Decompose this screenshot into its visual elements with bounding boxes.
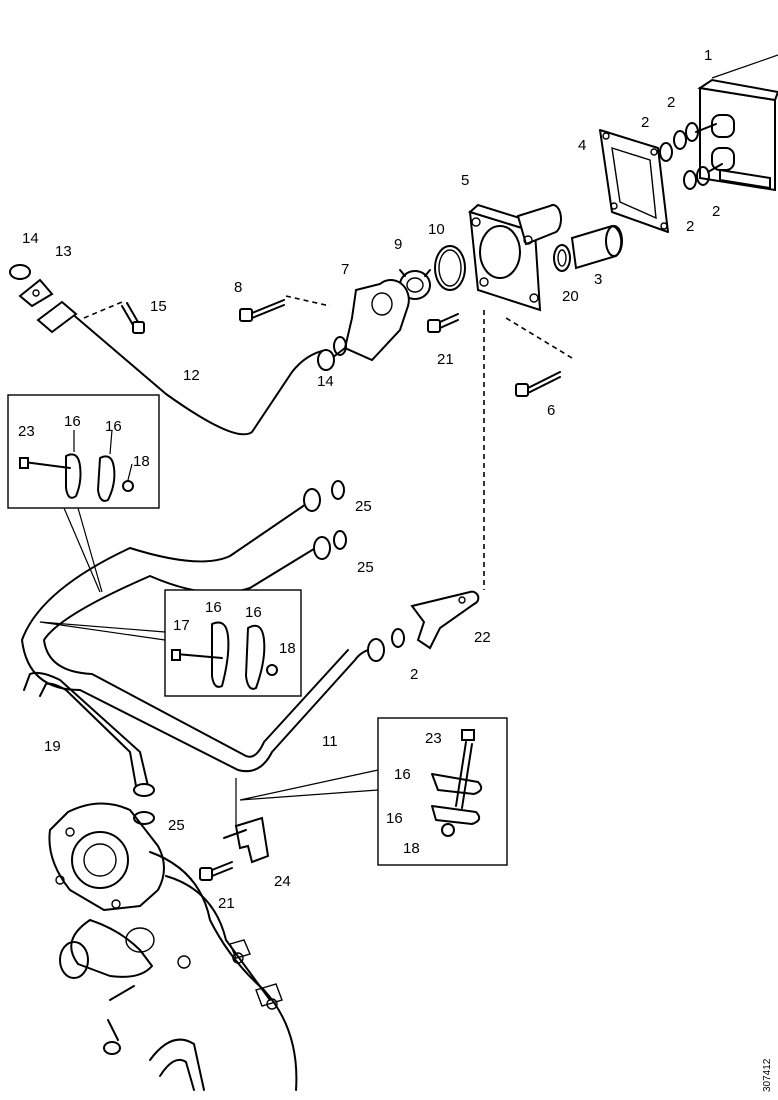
figure-reference-number: 307412 bbox=[762, 1058, 773, 1092]
callout-10: 10 bbox=[428, 221, 445, 238]
callout-2: 2 bbox=[410, 666, 418, 683]
part-21-bolt-lower bbox=[199, 861, 233, 881]
part-10-seal-ring bbox=[434, 245, 466, 291]
callout-16: 16 bbox=[64, 413, 81, 430]
callout-2: 2 bbox=[641, 114, 649, 131]
callout-14: 14 bbox=[22, 230, 39, 247]
detail-box-clamp-lower bbox=[377, 717, 508, 866]
part-24-bracket bbox=[223, 778, 270, 864]
part-20-o-ring bbox=[553, 244, 571, 272]
part-21-bolt-upper bbox=[427, 313, 459, 333]
part-19-pipe bbox=[23, 671, 155, 797]
callout-21: 21 bbox=[218, 895, 235, 912]
callout-4: 4 bbox=[578, 137, 586, 154]
callout-15: 15 bbox=[150, 298, 167, 315]
callout-16: 16 bbox=[205, 599, 222, 616]
callout-18: 18 bbox=[279, 640, 296, 657]
callout-6: 6 bbox=[547, 402, 555, 419]
callout-9: 9 bbox=[394, 236, 402, 253]
callout-8: 8 bbox=[234, 279, 242, 296]
part-2-o-ring-lower bbox=[391, 628, 405, 648]
leader-box-a bbox=[63, 507, 103, 593]
callout-23: 23 bbox=[425, 730, 442, 747]
callout-24: 24 bbox=[274, 873, 291, 890]
callout-21: 21 bbox=[437, 351, 454, 368]
callout-23: 23 bbox=[18, 423, 35, 440]
callout-labels: 1 2 2 2 2 2 3 4 5 6 7 8 9 10 11 12 13 14… bbox=[18, 47, 720, 912]
callout-18: 18 bbox=[403, 840, 420, 857]
detail-box-clamp-upper bbox=[7, 394, 160, 509]
part-1-housing bbox=[697, 54, 778, 192]
part-25-o-ring-b bbox=[333, 530, 347, 550]
engine-front-housing bbox=[48, 802, 298, 1091]
part-14-o-ring-left bbox=[9, 264, 31, 280]
part-6-bolt bbox=[505, 317, 573, 397]
callout-1: 1 bbox=[704, 47, 712, 64]
callout-12: 12 bbox=[183, 367, 200, 384]
callout-13: 13 bbox=[55, 243, 72, 260]
callout-11: 11 bbox=[322, 733, 338, 750]
callout-22: 22 bbox=[474, 629, 491, 646]
callout-19: 19 bbox=[44, 738, 61, 755]
part-3-tube bbox=[570, 224, 623, 270]
part-14-o-ring-right bbox=[333, 336, 347, 356]
callout-5: 5 bbox=[461, 172, 469, 189]
callout-25: 25 bbox=[357, 559, 374, 576]
callout-16: 16 bbox=[386, 810, 403, 827]
callout-17: 17 bbox=[173, 617, 190, 634]
callout-2: 2 bbox=[686, 218, 694, 235]
part-15-bolt bbox=[83, 301, 145, 334]
leader-box-c bbox=[239, 769, 379, 801]
callout-25: 25 bbox=[168, 817, 185, 834]
callout-16: 16 bbox=[245, 604, 262, 621]
callout-16: 16 bbox=[105, 418, 122, 435]
part-13-flange bbox=[18, 278, 78, 334]
callout-2: 2 bbox=[712, 203, 720, 220]
part-8-bolt bbox=[239, 295, 331, 322]
callout-18: 18 bbox=[133, 453, 150, 470]
part-22-bracket bbox=[410, 590, 480, 650]
part-12-pipe bbox=[55, 311, 335, 447]
part-4-gasket bbox=[599, 129, 669, 233]
callout-14: 14 bbox=[317, 373, 334, 390]
part-5-thermostat-cover bbox=[467, 203, 562, 312]
callout-7: 7 bbox=[341, 261, 349, 278]
part-25-o-ring-a bbox=[331, 480, 345, 500]
callout-3: 3 bbox=[594, 271, 602, 288]
part-2-o-rings bbox=[659, 122, 723, 190]
callout-2: 2 bbox=[667, 94, 675, 111]
leader-box-b bbox=[39, 621, 166, 641]
callout-16: 16 bbox=[394, 766, 411, 783]
callout-25: 25 bbox=[355, 498, 372, 515]
part-7-elbow-outlet bbox=[331, 279, 410, 362]
part-25-o-ring-c bbox=[133, 811, 155, 825]
detail-box-clamp-middle bbox=[164, 589, 302, 697]
callout-20: 20 bbox=[562, 288, 579, 305]
